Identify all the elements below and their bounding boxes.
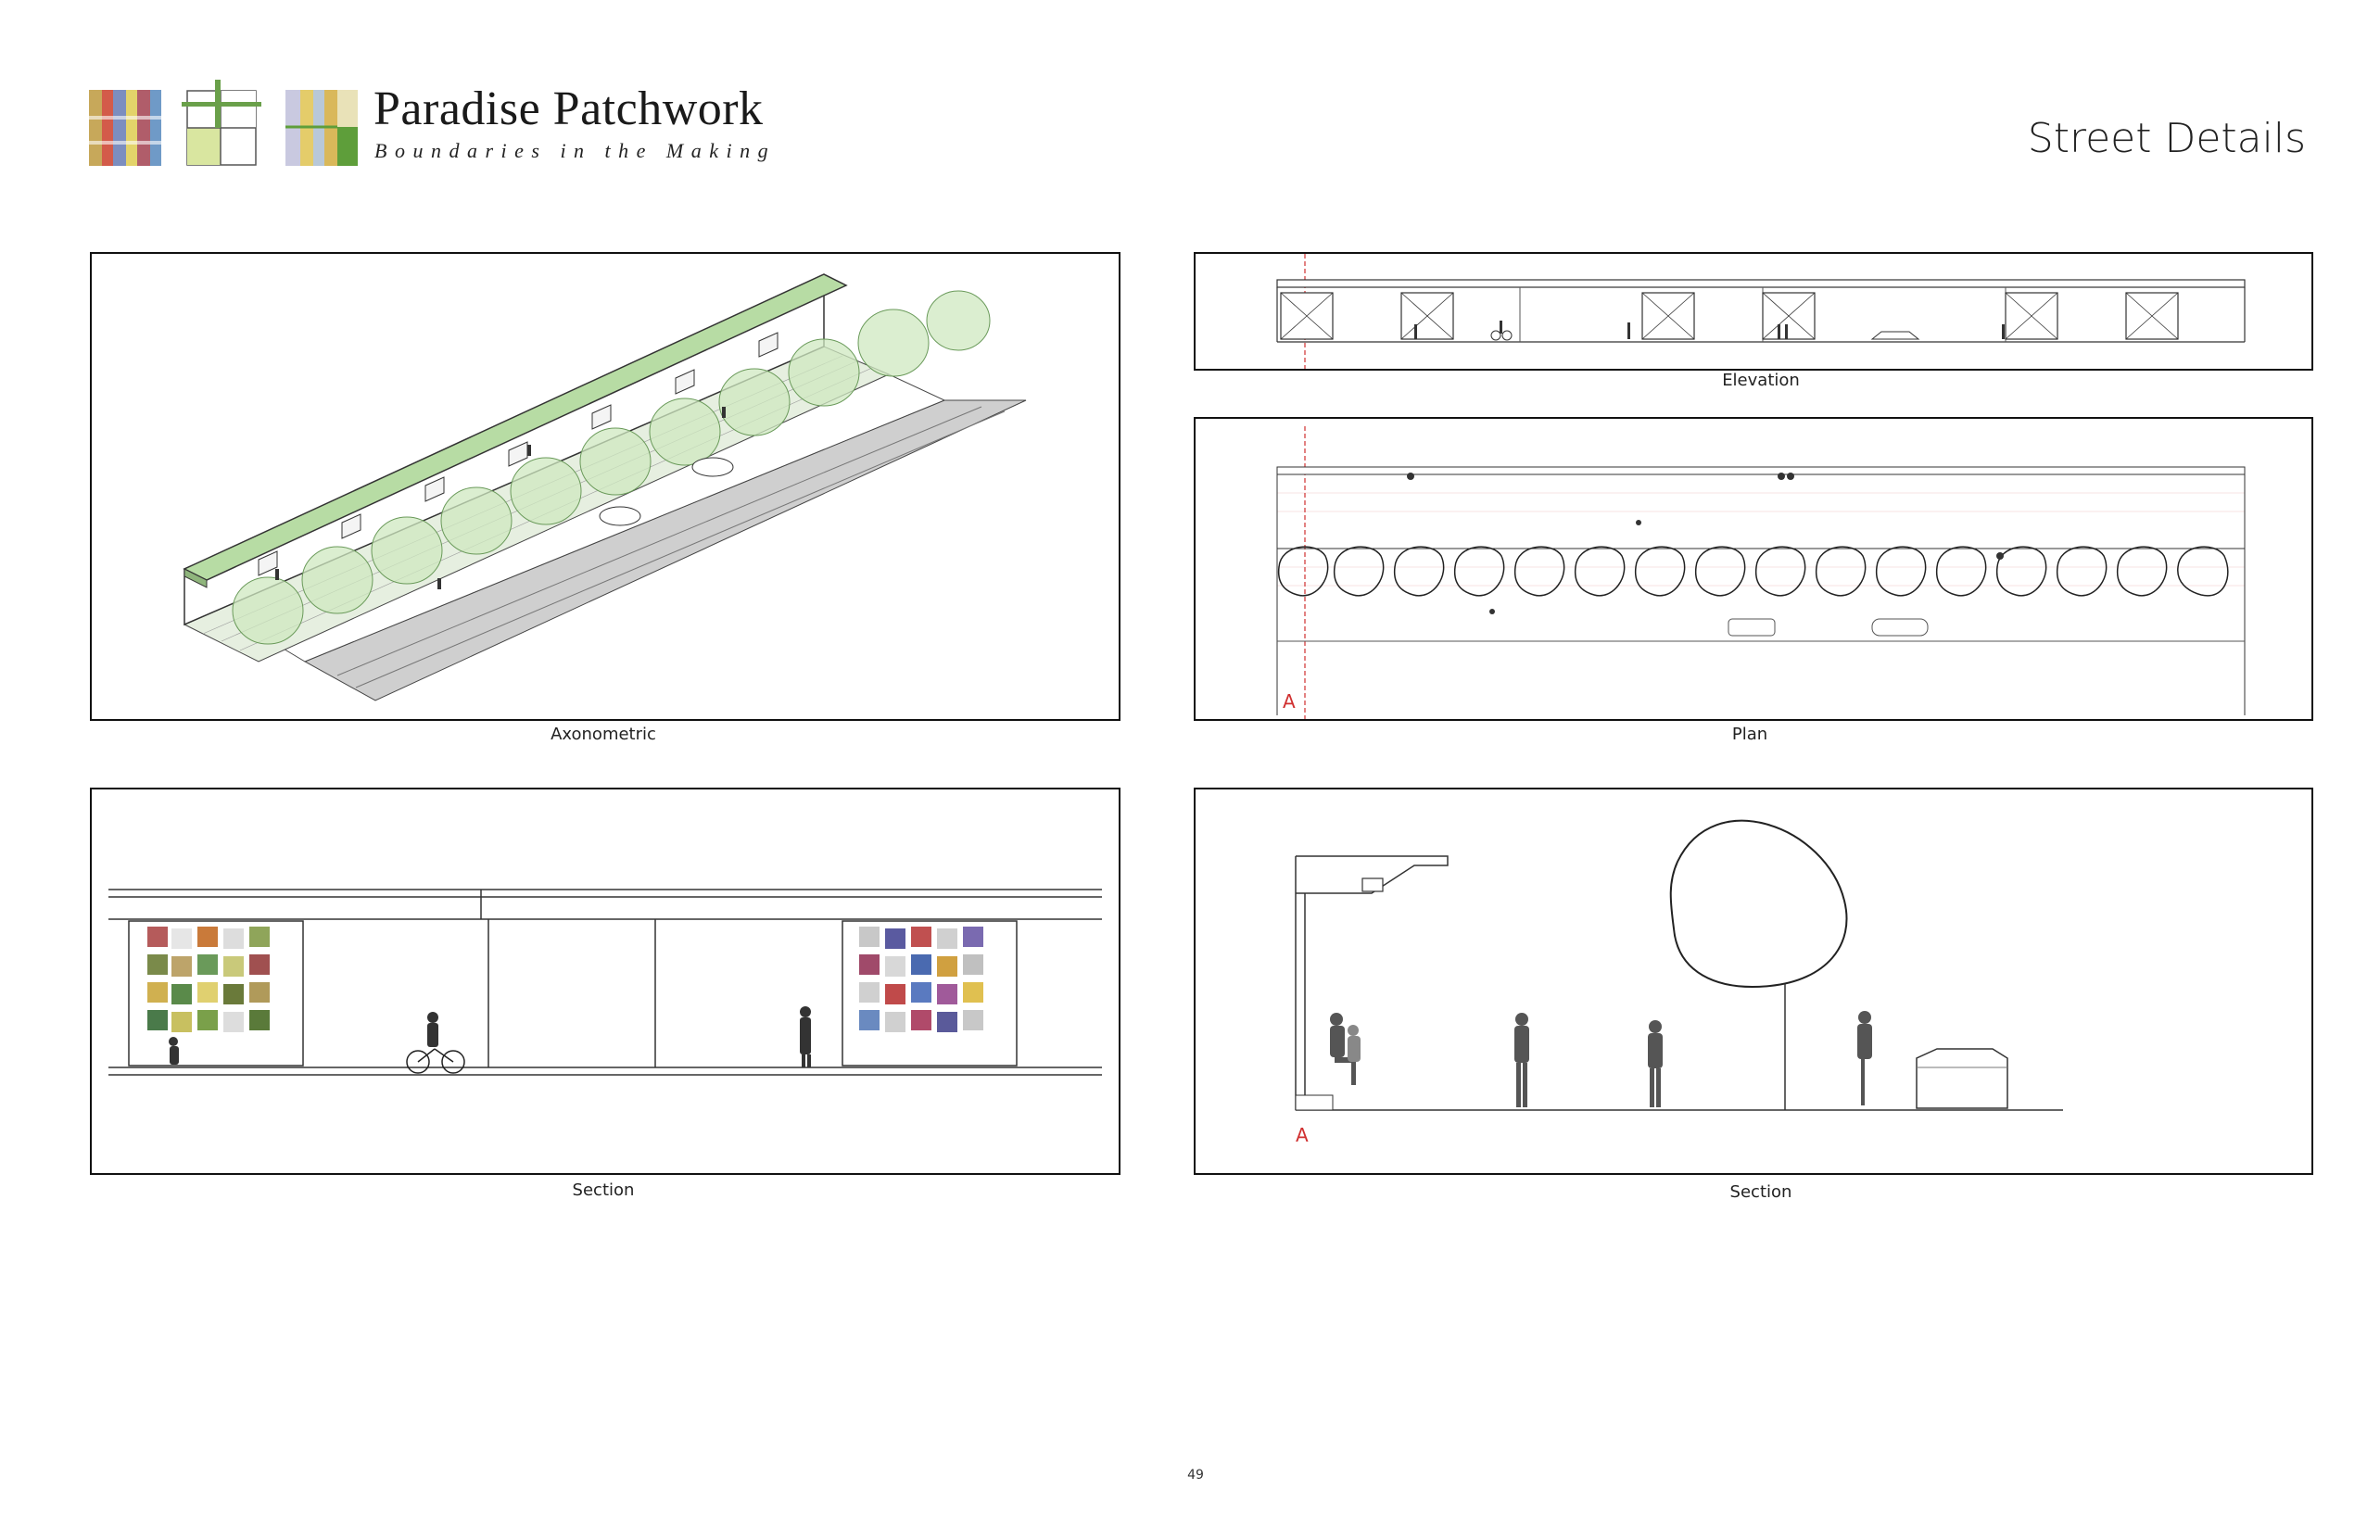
section-left-drawing bbox=[108, 889, 1102, 1076]
section-right-drawing: A bbox=[1295, 819, 2063, 1146]
elevation-panel bbox=[1194, 252, 2313, 371]
elevation-caption: Elevation bbox=[1722, 371, 1800, 390]
patchwork-artwork-right bbox=[859, 927, 983, 1032]
section-marker: A bbox=[1296, 1124, 1309, 1146]
elevation-drawing bbox=[1276, 254, 2246, 369]
car-outline bbox=[1916, 1048, 2008, 1109]
cyclist-figure bbox=[406, 1048, 465, 1074]
axonometric-panel bbox=[90, 252, 1120, 721]
plan-panel: A bbox=[1194, 417, 2313, 721]
plan-drawing: A bbox=[1276, 426, 2246, 719]
tree-canopy bbox=[1669, 819, 1848, 988]
page-number: 49 bbox=[1187, 1468, 1204, 1483]
section-left-caption: Section bbox=[572, 1180, 635, 1200]
logo-patchwork-tile-2 bbox=[285, 90, 358, 166]
section-left-panel bbox=[90, 788, 1120, 1175]
section-right-panel: A bbox=[1194, 788, 2313, 1175]
brand-title: Paradise Patchwork bbox=[373, 82, 764, 135]
page-title: Street Details bbox=[2027, 115, 2306, 162]
patchwork-artwork-left bbox=[147, 927, 270, 1032]
section-right-caption: Section bbox=[1729, 1182, 1792, 1202]
plan-section-marker: A bbox=[1283, 690, 1296, 713]
logo-grid-tile bbox=[182, 80, 261, 166]
axonometric-caption: Axonometric bbox=[551, 725, 656, 744]
plan-caption: Plan bbox=[1731, 725, 1768, 744]
axonometric-drawing bbox=[183, 273, 1027, 701]
logo-patchwork-tile-1 bbox=[89, 90, 161, 166]
brand-subtitle: Boundaries in the Making bbox=[374, 139, 777, 162]
